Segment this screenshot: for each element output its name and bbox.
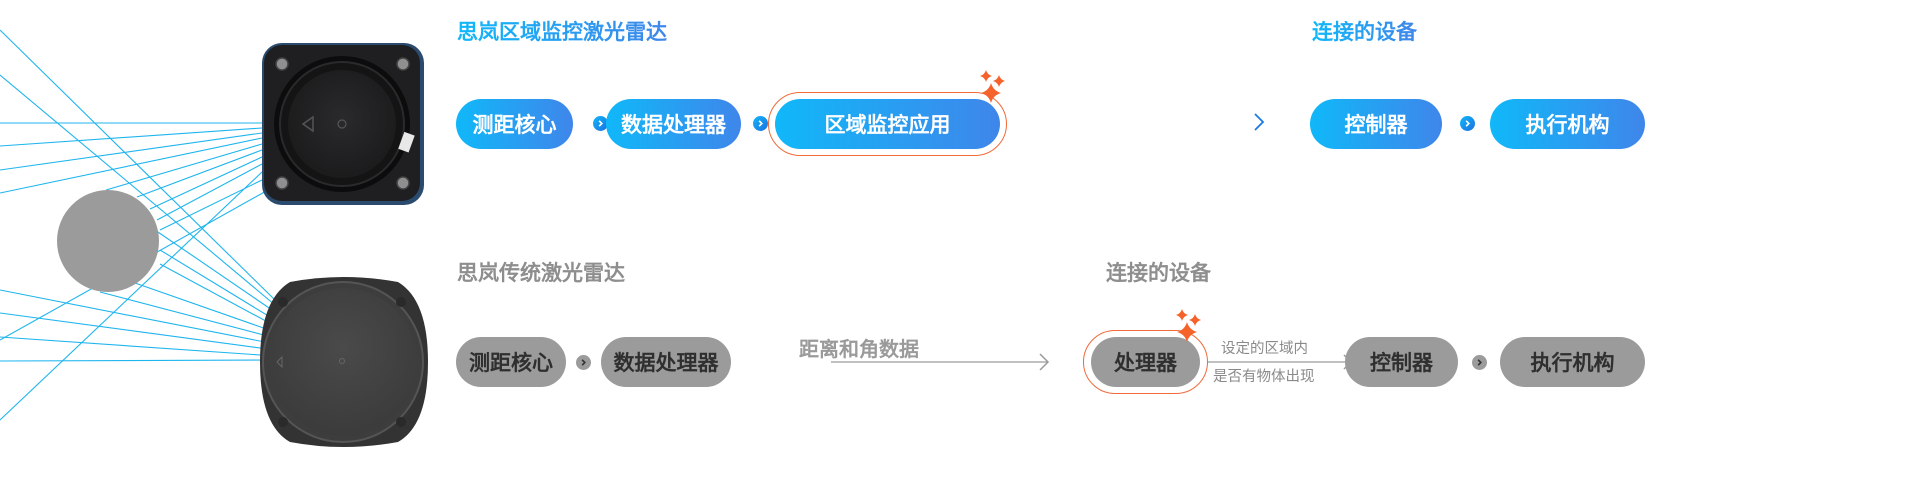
laser-scan-line [149,156,263,210]
bottom-flow-arrow [831,353,1050,371]
chevron-right-icon [576,355,591,370]
distance-angle-data-label: 距离和角数据 [799,337,919,361]
arrow-right-icon [1039,353,1050,371]
laser-scan-line [0,336,276,357]
bottom-connected-devices-title: 连接的设备 [1106,261,1211,285]
chevron-right-icon [1472,355,1487,370]
bottom-pipeline-step-data-processor[interactable]: 数据处理器 [601,337,731,387]
laser-scan-line [0,74,276,306]
laser-scan-lines [0,29,276,421]
chevron-right-icon [1460,116,1475,131]
top-connected-devices-title: 连接的设备 [1312,20,1417,44]
chevron-right-icon [593,116,608,131]
top-pipeline-step-ranging-core[interactable]: 测距核心 [456,99,573,149]
laser-scan-line [0,127,263,147]
top-connected-device-controller[interactable]: 控制器 [1310,99,1442,149]
laser-scan-line [134,282,276,333]
laser-scan-line [136,149,263,198]
top-connected-device-actuator[interactable]: 执行机构 [1490,99,1645,149]
laser-scan-line [0,289,276,345]
laser-scan-line [159,179,263,231]
chevron-right-icon [753,116,768,131]
laser-scan-line [105,143,263,191]
laser-scan-line [0,359,276,362]
processor-output-label-line1: 设定的区域内 [1221,341,1308,357]
bottom-section-title: 思岚传统激光雷达 [457,261,625,285]
top-section-title: 思岚区域监控激光雷达 [457,20,667,44]
highlight-ring [1083,330,1208,394]
highlight-ring [768,92,1007,156]
laser-scan-line [0,312,276,351]
laser-scan-line [0,137,263,194]
top-pipeline-step-area-monitoring-app[interactable]: 区域监控应用 [775,99,1000,149]
target-object [57,190,159,292]
traditional-lidar-device [260,277,428,447]
laser-scan-line [0,132,263,171]
laser-scan-line [0,171,263,421]
laser-scan-line [156,163,263,221]
top-flow-arrow [1041,113,1265,131]
laser-scan-line [154,229,276,313]
laser-scan-line [99,291,276,339]
processor-output-label-line2: 是否有物体出现 [1213,369,1315,385]
bottom-connected-device-actuator[interactable]: 执行机构 [1500,337,1645,387]
top-pipeline-step-data-processor[interactable]: 数据处理器 [606,99,741,149]
bottom-pipeline-step-ranging-core[interactable]: 测距核心 [456,337,566,387]
laser-scan-line [159,249,276,321]
area-monitoring-lidar-device [262,43,424,205]
bottom-connected-device-processor[interactable]: 处理器 [1091,337,1200,387]
bottom-connected-device-controller[interactable]: 控制器 [1345,337,1458,387]
laser-scan-line [0,29,276,301]
arrow-right-icon [1254,113,1265,131]
laser-scan-line [159,263,276,327]
